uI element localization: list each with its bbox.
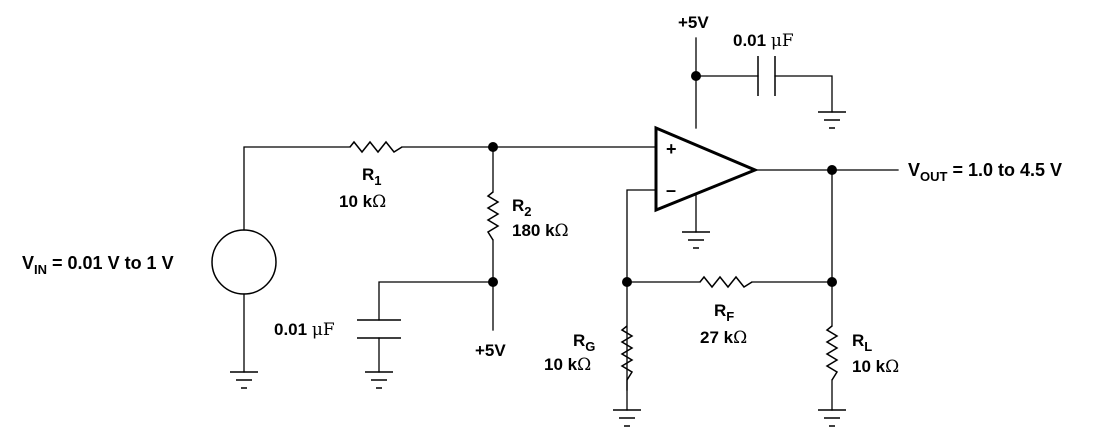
capacitor-bias bbox=[357, 319, 401, 339]
wire-bias-to-cap bbox=[378, 281, 494, 321]
ground-icon bbox=[230, 371, 258, 389]
label-cap-decoupling: 0.01 μF bbox=[733, 31, 794, 51]
junction-dot bbox=[691, 71, 701, 81]
opamp-inverting-sign: – bbox=[666, 180, 676, 200]
wires bbox=[243, 37, 899, 411]
label-vout: VOUT = 1.0 to 4.5 V bbox=[908, 160, 1062, 184]
label-rl-value: 10 kΩ bbox=[852, 357, 899, 377]
ground-icon bbox=[818, 111, 846, 129]
wire-input-top bbox=[243, 146, 351, 231]
label-supply-bias: +5V bbox=[475, 341, 506, 360]
wire-cap-to-ground-top bbox=[774, 75, 833, 113]
wire-inverting-feedback bbox=[626, 189, 656, 391]
opamp-triangle bbox=[654, 125, 759, 213]
junction-dot bbox=[827, 277, 837, 287]
label-rl-name: RL bbox=[852, 331, 872, 354]
junction-dot bbox=[488, 142, 498, 152]
ground-icon bbox=[365, 371, 393, 389]
ground-icon bbox=[818, 409, 846, 427]
label-supply-top: +5V bbox=[678, 13, 709, 32]
junction-dot bbox=[827, 165, 837, 175]
label-vin: VIN = 0.01 V to 1 V bbox=[22, 253, 174, 277]
junction-dot bbox=[488, 277, 498, 287]
ground-symbols bbox=[230, 111, 846, 427]
label-r1-name: R1 bbox=[362, 165, 382, 188]
resistor-r1 bbox=[349, 140, 403, 154]
ground-icon bbox=[613, 409, 641, 427]
ground-icon bbox=[682, 231, 710, 249]
junction-dots bbox=[488, 71, 837, 287]
opamp-noninverting-sign: + bbox=[666, 139, 677, 159]
label-r2-name: R2 bbox=[512, 196, 532, 219]
resistor-rl bbox=[825, 325, 839, 381]
resistor-r2 bbox=[486, 191, 500, 241]
label-r1-value: 10 kΩ bbox=[339, 192, 386, 212]
label-cap-bias: 0.01 μF bbox=[274, 320, 335, 340]
resistor-rf bbox=[699, 275, 753, 289]
capacitor-decoupling bbox=[757, 56, 776, 96]
voltage-source-vin bbox=[211, 229, 277, 295]
label-rf-value: 27 kΩ bbox=[700, 328, 747, 348]
label-rg-name: RG bbox=[573, 331, 595, 354]
resistor-rg bbox=[620, 325, 634, 381]
label-r2-value: 180 kΩ bbox=[512, 221, 569, 241]
label-rg-value: 10 kΩ bbox=[544, 355, 591, 375]
wire-feedback-to-output bbox=[751, 169, 833, 283]
junction-dot bbox=[622, 277, 632, 287]
label-rf-name: RF bbox=[714, 301, 734, 324]
